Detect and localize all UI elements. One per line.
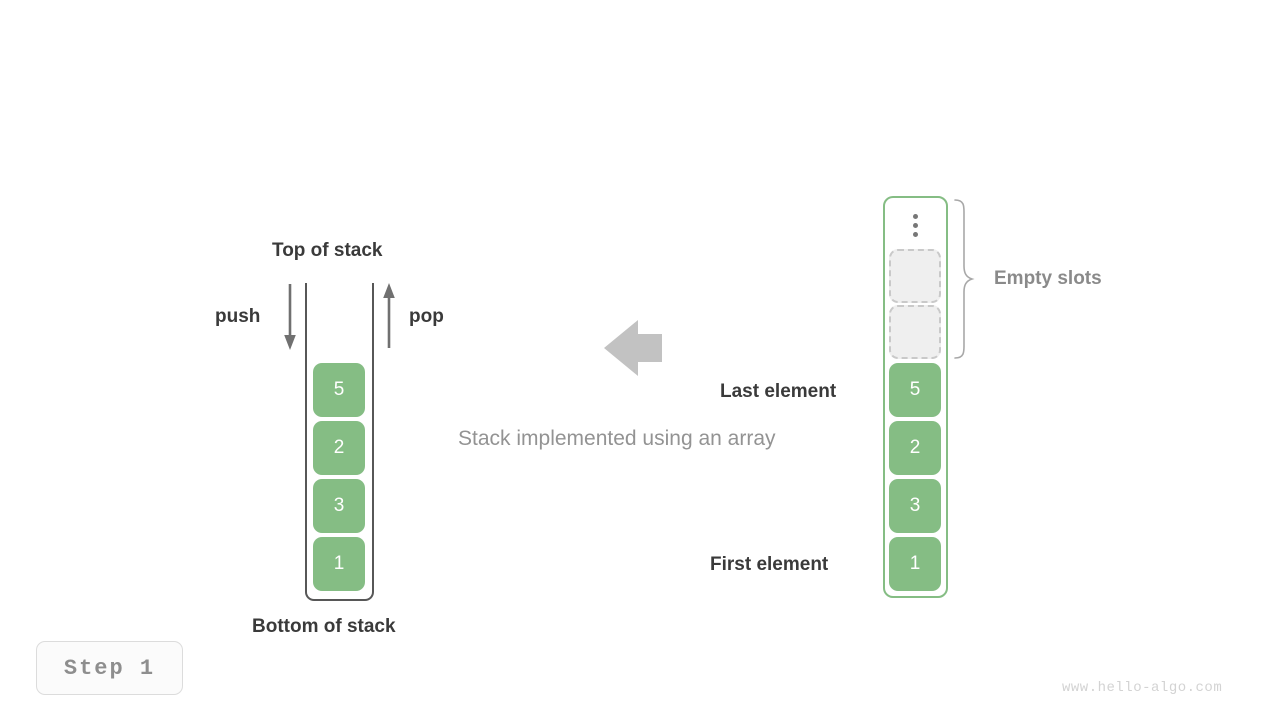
top-of-stack-label: Top of stack: [272, 240, 383, 261]
pop-arrow-icon: [383, 283, 395, 348]
stack-cell[interactable]: 5: [313, 363, 365, 417]
array-empty-slot[interactable]: [889, 249, 941, 303]
stack-container: [305, 283, 374, 601]
vertical-ellipsis-icon: [899, 205, 932, 245]
array-cell[interactable]: 1: [889, 537, 941, 591]
step-badge: Step 1: [36, 641, 183, 695]
diagram-caption: Stack implemented using an array: [458, 427, 776, 450]
array-cell[interactable]: 3: [889, 479, 941, 533]
arrow-left-icon: [604, 320, 662, 376]
stack-cell[interactable]: 3: [313, 479, 365, 533]
empty-slots-brace-icon: [954, 199, 975, 359]
push-label: push: [215, 306, 261, 327]
stack-cell[interactable]: 2: [313, 421, 365, 475]
watermark: www.hello-algo.com: [1062, 680, 1223, 696]
stack-cell[interactable]: 1: [313, 537, 365, 591]
pop-label: pop: [409, 306, 444, 327]
empty-slots-label: Empty slots: [994, 268, 1102, 289]
array-cell[interactable]: 2: [889, 421, 941, 475]
bottom-of-stack-label: Bottom of stack: [252, 616, 396, 637]
array-container: [883, 196, 948, 598]
last-element-label: Last element: [720, 381, 837, 402]
first-element-label: First element: [710, 554, 829, 575]
array-cell[interactable]: 5: [889, 363, 941, 417]
push-arrow-icon: [284, 284, 296, 350]
array-empty-slot[interactable]: [889, 305, 941, 359]
